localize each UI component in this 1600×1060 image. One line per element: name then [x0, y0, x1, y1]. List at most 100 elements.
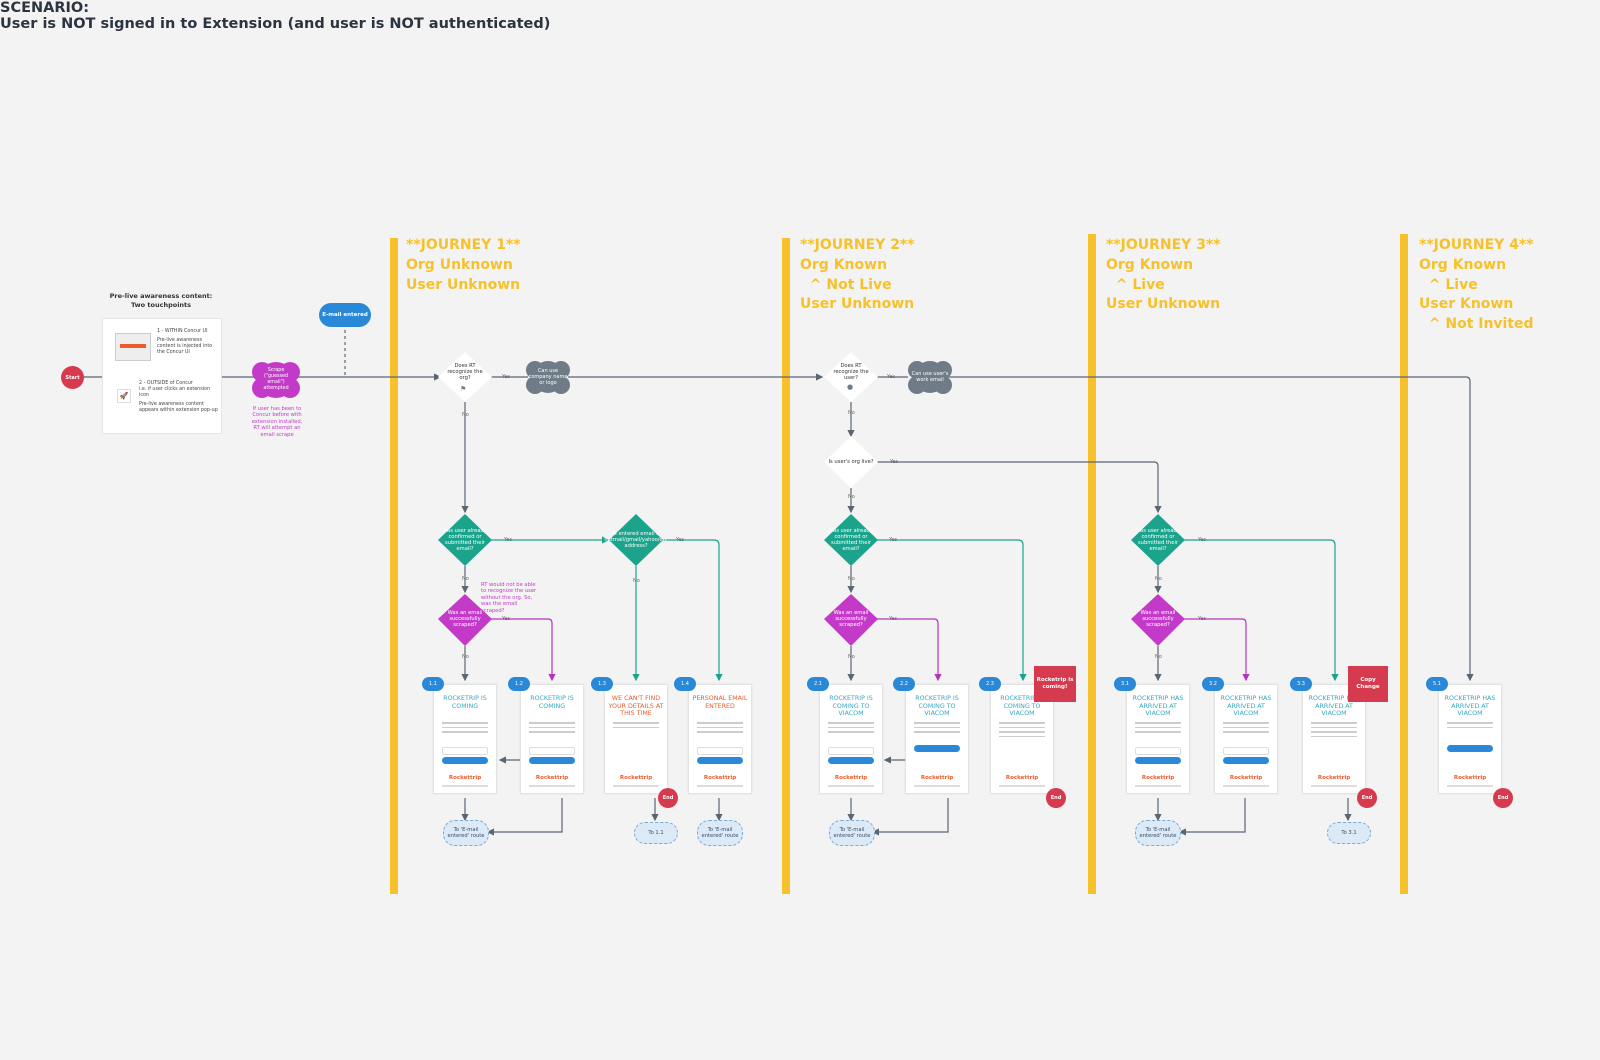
label-no: No [848, 576, 855, 582]
concur-ui-thumbnail [115, 333, 151, 361]
card-badge: 3.2 [1202, 677, 1224, 691]
label-yes: Yes [887, 374, 896, 380]
diamond-rt-org [438, 352, 492, 402]
card-badge: 1.1 [422, 677, 444, 691]
label-no: No [462, 654, 469, 660]
cloud-work-email: Can use user's work email [911, 371, 949, 383]
label-yes: Yes [502, 374, 511, 380]
diamond-org-live [824, 436, 878, 488]
label-yes: Yes [890, 459, 899, 465]
diamond-j1-scraped [438, 594, 492, 646]
label-no: No [462, 412, 469, 418]
scrape-attempted: Scrape ("guessed email") attempted [263, 368, 289, 391]
card-badge: 2.1 [807, 677, 829, 691]
diamond-j3-confirmed [1131, 514, 1185, 566]
label-no: No [1155, 654, 1162, 660]
journey-3-divider [1088, 234, 1096, 894]
route-email-entered: To 'E-mail entered' route [697, 820, 743, 846]
label-no: No [462, 576, 469, 582]
scenario-label: SCENARIO: [0, 0, 90, 16]
label-yes: Yes [889, 537, 898, 543]
label-no: No [848, 654, 855, 660]
note-rocketrip-coming: Rocketrip is coming! [1034, 666, 1076, 702]
diamond-j3-scraped [1131, 594, 1185, 646]
route-email-entered: To 'E-mail entered' route [1135, 820, 1181, 846]
diamond-rt-user [824, 352, 878, 402]
card-badge: 1.4 [674, 677, 696, 691]
scrape-note: If user has been to Concur before with e… [251, 406, 303, 438]
label-no: No [1155, 576, 1162, 582]
card-badge: 1.3 [591, 677, 613, 691]
q-j1-scraped: Was an email successfully scraped? [447, 609, 483, 629]
diamond-j2-scraped [824, 594, 878, 646]
q-j1-confirmed: Has user already confirmed or submitted … [443, 527, 487, 553]
q-j3-confirmed: Has user already confirmed or submitted … [1136, 527, 1180, 553]
label-no: No [633, 578, 640, 584]
diamond-j1-personal [609, 514, 663, 566]
label-yes: Yes [676, 537, 685, 543]
q-j2-scraped: Was an email successfully scraped? [833, 609, 869, 629]
card-badge: 1.2 [508, 677, 530, 691]
card-badge: 3.1 [1114, 677, 1136, 691]
q-j2-confirmed: Has user already confirmed or submitted … [829, 527, 873, 553]
label-yes: Yes [502, 616, 511, 622]
cloud-company-name-logo: Can use company name or logo [528, 368, 568, 386]
rt-note: RT would not be able to recognize the us… [481, 582, 537, 614]
start-node: Start [61, 366, 84, 389]
scenario-description: User is NOT signed in to Extension (and … [0, 16, 551, 32]
end-node: End [1357, 788, 1377, 808]
card-badge: 5.1 [1426, 677, 1448, 691]
diamond-j1-confirmed [438, 514, 492, 566]
end-node: End [658, 788, 678, 808]
org-icon: ⚑ [460, 385, 467, 393]
note-copy-change: Copy Change [1348, 666, 1388, 702]
journey-4-divider [1400, 234, 1408, 894]
route-to-1-1: To 1.1 [634, 822, 678, 844]
journey-2-divider [782, 238, 790, 894]
q-org-live: Is user's org live? [828, 458, 874, 465]
diamond-j2-confirmed [824, 514, 878, 566]
q-rt-recognize-user: Does RT recognize the user? [833, 362, 869, 382]
label-no: No [848, 494, 855, 500]
prelive-heading: Pre-live awareness content:Two touchpoin… [109, 292, 213, 309]
route-email-entered: To 'E-mail entered' route [443, 820, 489, 846]
end-node: End [1046, 788, 1066, 808]
label-yes: Yes [889, 616, 898, 622]
route-to-3-1: To 3.1 [1327, 822, 1371, 844]
route-email-entered: To 'E-mail entered' route [829, 820, 875, 846]
journey-1-divider [390, 238, 398, 894]
extension-rocket-icon: 🚀 [117, 389, 131, 403]
label-no: No [848, 410, 855, 416]
label-yes: Yes [1198, 616, 1207, 622]
email-entered-start: E-mail entered [319, 303, 371, 327]
label-yes: Yes [1198, 537, 1207, 543]
card-badge: 2.3 [979, 677, 1001, 691]
q-j1-personal-email: Is entered email a hotmail/gmail/yahoo/e… [604, 530, 668, 550]
q-rt-recognize-org: Does RT recognize the org? [447, 362, 483, 382]
label-yes: Yes [504, 537, 513, 543]
end-node: End [1493, 788, 1513, 808]
card-badge: 3.3 [1290, 677, 1312, 691]
user-icon: ● [847, 383, 854, 391]
card-badge: 2.2 [893, 677, 915, 691]
q-j3-scraped: Was an email successfully scraped? [1140, 609, 1176, 629]
